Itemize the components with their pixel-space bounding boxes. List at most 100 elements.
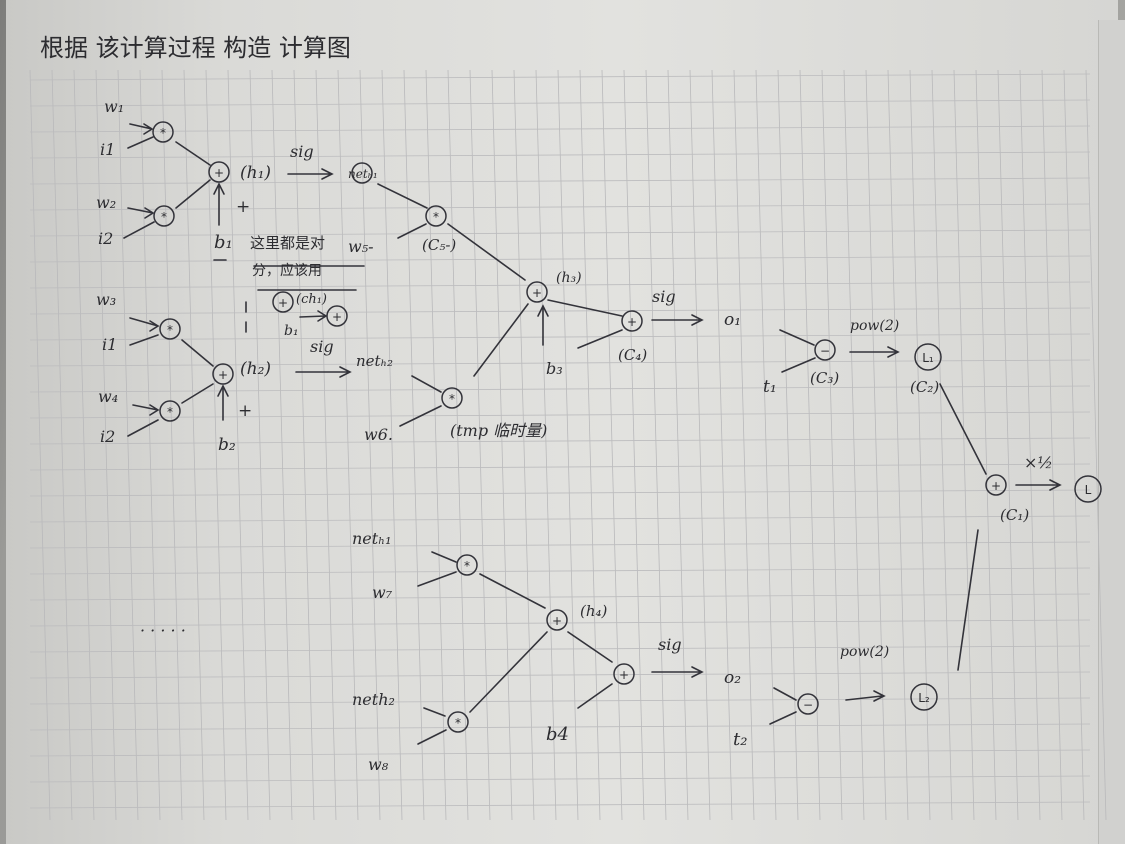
node-operator: + [214,166,224,180]
grid-line [29,541,1091,549]
grid-line [29,437,1091,445]
grid-line [117,69,139,821]
edge-m2-a1 [175,179,211,209]
label-b2: b₂ [218,435,236,455]
label-c1: (C₁) [1000,506,1029,524]
node-operator: − [820,344,830,358]
grid-line [29,229,1091,237]
label-i1a: i1 [100,140,115,159]
edge-b1-a1 [213,182,225,226]
grid-line [183,69,205,821]
grid-line [51,69,73,821]
grid-line [29,593,1091,601]
grid-line [931,69,953,821]
edge-a6-o2 [651,666,704,678]
grid-line [29,489,1091,497]
edge-w3-m3 [129,317,160,332]
edge-s1-m5 [377,183,428,209]
grid-line [557,69,579,821]
grid-line [29,281,1091,289]
node-operator: + [278,296,288,310]
grid-line [29,723,1091,731]
node-operator: + [552,614,562,628]
edge-w5-m5 [397,223,427,239]
grid-line [513,69,535,821]
adjacent-paper-sheet [1098,20,1125,844]
grid-line [29,749,1091,757]
label-w1: w₁ [104,97,124,116]
label-w5: w₅- [348,237,374,256]
edge-a1-s1 [287,168,334,180]
edge-b3-a5 [577,329,623,349]
grid-line [29,411,1091,419]
label-o2: o₂ [724,668,741,688]
grid-line [1085,69,1107,821]
grid-line [29,73,1091,81]
label-plus1: + [236,197,250,217]
grid-line [997,69,1019,821]
grid-line [29,99,1091,107]
label-dots: · · · · · [140,621,186,640]
graph-node [526,281,548,303]
graph-node [159,318,181,340]
label-note1: 这里都是对 [250,234,325,252]
edge-sub1-L1 [849,346,900,358]
node-operator: + [532,286,542,300]
edge-m4-a2 [181,383,214,404]
grid-line [667,69,689,821]
edge-L2-sum [957,529,979,671]
grid-line [535,69,557,821]
grid-line [29,645,1091,653]
graph-node [208,161,230,183]
graph-node [159,400,181,422]
edge-i1-m1 [127,136,154,149]
grid-line [29,515,1091,523]
grid-line [645,69,667,821]
label-h3: (h₃) [556,270,582,286]
node-operator: L [1085,483,1092,497]
edge-i2-m2 [123,221,155,239]
graph-node [447,711,469,733]
grid-line [29,333,1091,341]
node-operator: + [627,315,637,329]
edge-m8-a4 [469,631,548,713]
grid-line [491,69,513,821]
graph-nodes: **+*++++−L₁**+*+L*++−L₂* [152,121,1102,733]
label-t2: t₂ [733,729,747,750]
edge-a5-o1 [651,314,704,326]
label-sig2: sig [652,287,676,306]
grid-line [689,69,711,821]
label-b4: b4 [546,724,569,745]
grid-line [29,359,1091,367]
graph-node [272,291,294,313]
node-operator: L₂ [918,691,930,705]
grid-line [601,69,623,821]
label-half: ×½ [1024,453,1053,472]
graph-node [910,683,938,711]
grid-line [29,671,1091,679]
label-w3: w₃ [96,290,116,309]
grid-line [447,69,469,821]
page-title: 根据 该计算过程 构造 计算图 [40,34,351,62]
edge-o2-sub2 [773,687,797,701]
grid-line [29,619,1091,627]
note-underlines [253,265,365,291]
edge-m3-a2 [181,339,214,367]
edge-a3-a5 [547,299,623,317]
graph-node [1074,475,1102,503]
graph-node [152,121,174,143]
node-operator: + [218,368,228,382]
grid-line [887,69,909,821]
label-c2: (C₂) [910,378,939,396]
label-neth2: netₕ₂ [356,352,393,370]
grid-line [1063,69,1085,821]
grid-line [843,69,865,821]
grid-line [29,307,1091,315]
label-plus2: + [238,401,252,421]
grid-line [29,775,1091,783]
graph-node [546,609,568,631]
grid-line [73,69,95,821]
